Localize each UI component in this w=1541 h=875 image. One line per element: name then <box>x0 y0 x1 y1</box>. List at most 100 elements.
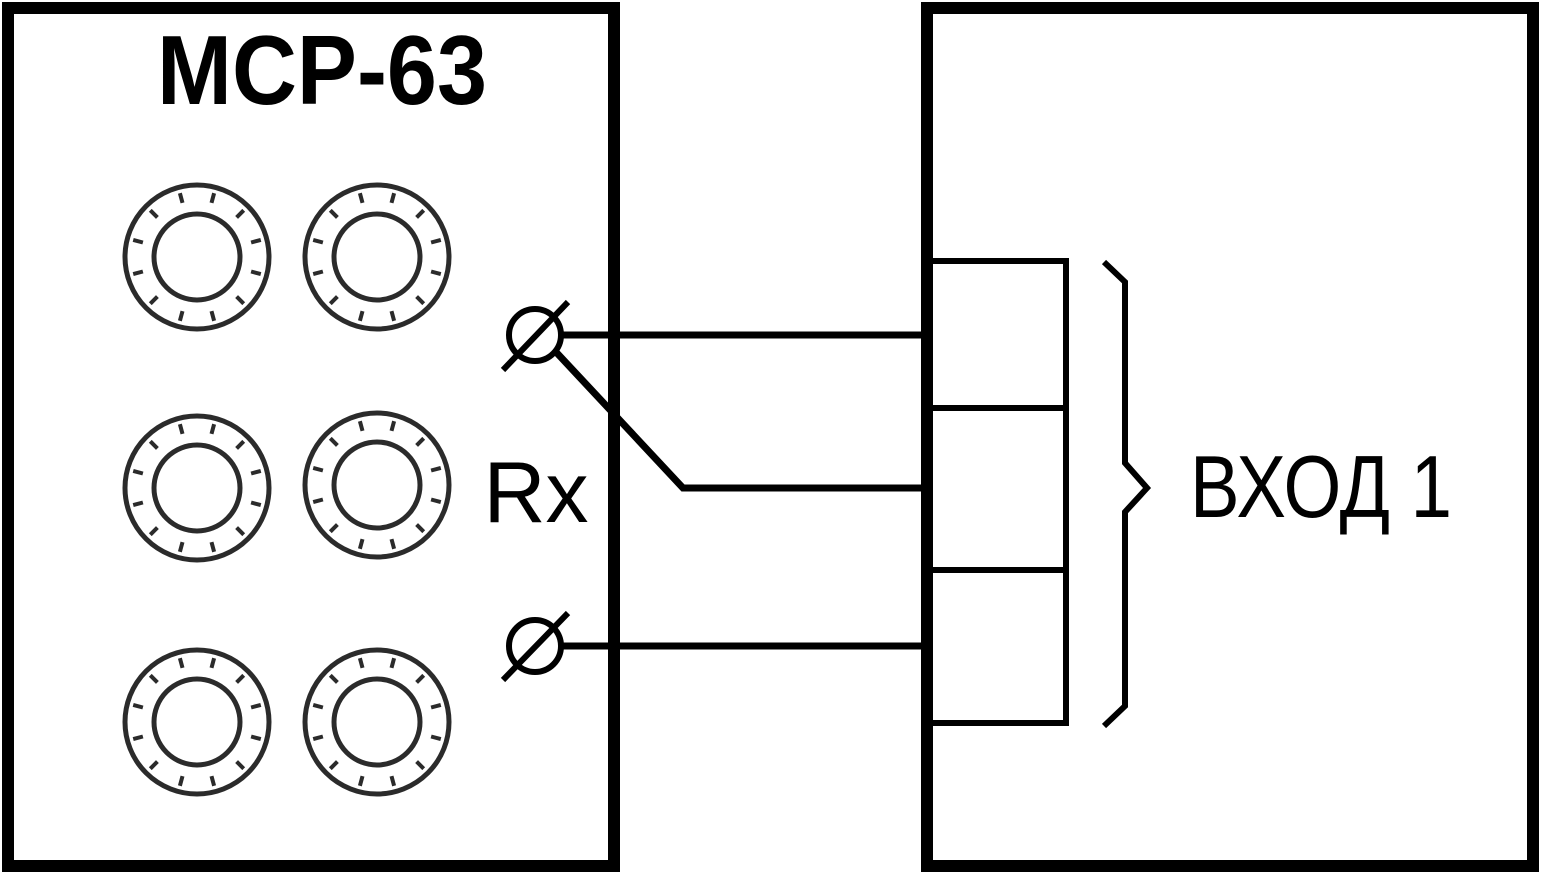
knob-3 <box>122 413 272 563</box>
knob-tick <box>250 702 262 710</box>
knob-tick <box>357 420 365 432</box>
device-outline <box>2 2 620 872</box>
knob-tick <box>430 465 442 473</box>
knob-tick <box>250 269 262 277</box>
knob-tick <box>328 436 339 447</box>
knob-tick <box>132 734 144 742</box>
knob-tick <box>148 526 159 537</box>
knob-tick <box>177 775 185 787</box>
knob-tick <box>415 760 426 771</box>
knob-tick <box>132 500 144 508</box>
knob-tick <box>209 775 217 787</box>
knob-tick <box>209 423 217 435</box>
knob-tick <box>209 310 217 322</box>
device-block: МСР-63 Rx <box>2 2 620 872</box>
input-slot-1 <box>927 258 1069 411</box>
knob-tick <box>132 269 144 277</box>
knob-tick <box>357 775 365 787</box>
knob-tick <box>357 310 365 322</box>
knob-inner-ring <box>331 211 423 303</box>
knob-inner-ring <box>151 211 243 303</box>
knob-tick <box>389 192 397 204</box>
knob-5 <box>122 647 272 797</box>
knob-tick <box>415 673 426 684</box>
knob-tick <box>312 269 324 277</box>
knob-tick <box>148 439 159 450</box>
knob-tick <box>235 526 246 537</box>
knob-tick <box>389 420 397 432</box>
knob-outer-ring <box>122 647 272 797</box>
knob-tick <box>132 468 144 476</box>
wires <box>553 331 921 650</box>
knob-tick <box>415 523 426 534</box>
knob-tick <box>235 673 246 684</box>
sensor-label: Rx <box>483 445 588 541</box>
input-label: ВХОД 1 <box>1190 437 1452 536</box>
knob-tick <box>177 657 185 669</box>
knob-tick <box>312 237 324 245</box>
knob-tick <box>312 497 324 505</box>
knob-tick <box>209 192 217 204</box>
terminal-slash <box>500 299 571 373</box>
knob-tick <box>235 208 246 219</box>
knob-tick <box>430 702 442 710</box>
knob-grid <box>122 182 452 797</box>
knob-tick <box>209 657 217 669</box>
knob-tick <box>430 269 442 277</box>
knob-tick <box>148 295 159 306</box>
knob-tick <box>177 423 185 435</box>
knob-tick <box>357 538 365 550</box>
knob-tick <box>148 673 159 684</box>
wire-middle <box>553 349 921 492</box>
knob-tick <box>177 310 185 322</box>
knob-tick <box>415 436 426 447</box>
knob-tick <box>235 439 246 450</box>
knob-tick <box>312 702 324 710</box>
knob-4 <box>302 410 452 560</box>
knob-tick <box>250 468 262 476</box>
knob-tick <box>328 208 339 219</box>
knob-tick <box>132 237 144 245</box>
terminal-top <box>500 299 571 373</box>
knob-tick <box>250 237 262 245</box>
device-title: МСР-63 <box>157 15 487 125</box>
knob-outer-ring <box>122 182 272 332</box>
knob-tick <box>177 541 185 553</box>
knob-tick <box>235 295 246 306</box>
knob-tick <box>415 295 426 306</box>
knob-tick <box>430 237 442 245</box>
knob-2 <box>302 182 452 332</box>
knob-tick <box>357 192 365 204</box>
knob-1 <box>122 182 272 332</box>
knob-6 <box>302 647 452 797</box>
knob-tick <box>430 497 442 505</box>
input-block: ВХОД 1 <box>921 2 1539 872</box>
knob-outer-ring <box>122 413 272 563</box>
knob-tick <box>312 734 324 742</box>
knob-tick <box>209 541 217 553</box>
knob-tick <box>328 760 339 771</box>
knob-tick <box>430 734 442 742</box>
knob-tick <box>235 760 246 771</box>
knob-inner-ring <box>151 676 243 768</box>
knob-tick <box>250 500 262 508</box>
knob-tick <box>177 192 185 204</box>
knob-tick <box>250 734 262 742</box>
input-slot-2 <box>927 405 1069 573</box>
knob-tick <box>389 775 397 787</box>
knob-tick <box>328 673 339 684</box>
knob-outer-ring <box>302 410 452 560</box>
knob-tick <box>415 208 426 219</box>
knob-tick <box>148 760 159 771</box>
knob-inner-ring <box>331 439 423 531</box>
knob-tick <box>389 310 397 322</box>
knob-inner-ring <box>151 442 243 534</box>
knob-tick <box>312 465 324 473</box>
input-brace <box>1101 259 1152 729</box>
knob-tick <box>328 523 339 534</box>
knob-tick <box>328 295 339 306</box>
knob-outer-ring <box>302 182 452 332</box>
knob-tick <box>357 657 365 669</box>
knob-tick <box>389 657 397 669</box>
terminal-slash <box>500 610 571 683</box>
